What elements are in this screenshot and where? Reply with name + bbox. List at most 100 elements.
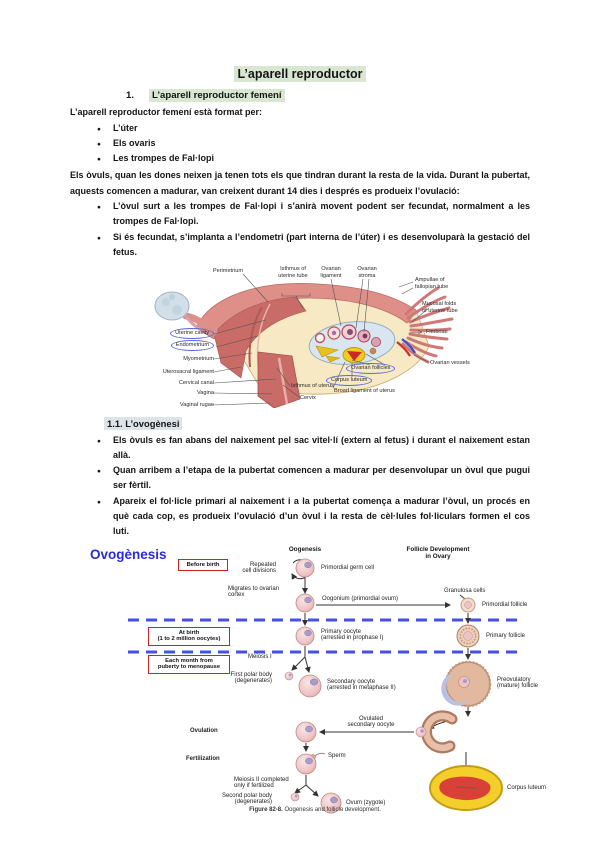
label-oogonium: Oogonium (primordial ovum) [322,595,399,602]
endometrium-layer-line [248,306,263,368]
list-item: Els òvuls es fan abans del naixement pel… [97,433,530,464]
heading-1: 1. L’aparell reproductor femení [70,88,530,103]
follicle-preovulatory [441,660,492,707]
column-header-oogenesis: Oogenesis [288,545,322,553]
label-primordial-germ-cell: Primordial germ cell [321,564,375,571]
label-ovum-zygote: Ovum (zygote) [346,799,386,806]
label-meiosis-2: Meiosis II completed only if fertilized [234,776,289,790]
oogenesis-diagram-drawing [128,558,522,814]
label-perimetrium: Perimetrium [212,268,243,275]
label-endometrium: Endometrium [150,340,214,352]
label-ovarian-follicles: Ovarian follicles [346,363,396,375]
label-connector-lines [212,274,430,406]
label-ovarian-stroma: Ovarian stroma [357,266,377,279]
figure-caption-text: Oogenesis and follicle development. [282,806,381,813]
label-isthmus-of-uterus: Isthmus of uterus [291,383,334,390]
label-fertilization: Fertilization [186,755,220,762]
label-myometrium: Myometrium [183,356,214,363]
figure-caption-number: Figure 82-8. [249,806,283,813]
label-broad-ligament: Broad ligament of uterus [334,388,395,395]
label-uterosacral-ligament: Uterosacral ligament [162,369,214,376]
label-vagina: Vagina [196,390,214,397]
cell-primordial-germ [295,558,315,578]
label-mucosal-folds: Mucosal folds of uterine tube [422,301,458,314]
stage-box-before-birth: Before birth [178,558,228,572]
label-sperm: Sperm [328,752,346,759]
oogenesis-list: Els òvuls es fan abans del naixement pel… [70,433,530,540]
stage-box-at-birth: At birth (1 to 2 million oocytes) [148,626,230,646]
follicle-primary [456,624,480,648]
figure-caption: Figure 82-8. Oogenesis and follicle deve… [150,803,480,818]
list-item: Apareix el fol·licle primari al naixemen… [97,494,530,540]
myometrium-shape [213,296,307,379]
column-header-follicle: Follicle Development in Ovary [406,545,470,560]
label-corpus-luteum-anat: Corpus luteum [326,375,373,387]
label-uterine-cavity: Uterine cavity [150,328,214,340]
label-migrates: Migrates to ovarian cortex [228,585,280,599]
label-repeated-divisions: Repeated cell divisions [242,561,276,575]
oogenesis-title: Ovogènesis [90,546,167,562]
label-ovulated-oocyte: Ovulated secondary oocyte [347,715,395,729]
corpus-albicans-wedge [315,345,340,358]
list-item: Les trompes de Fal·lopi [97,151,530,168]
label-primary-follicle: Primary follicle [486,632,526,639]
stage-box-each-month: Each month from puberty to menopause [148,654,230,674]
cell-fertilized-oocyte [295,753,317,775]
ovuls-paragraph: Els òvuls, quan les dones neixen ja tene… [70,170,530,196]
heading-1-1-text: 1.1. L’ovogènesi [104,417,183,431]
title-highlight: L’aparell reproductor [234,66,366,82]
label-secondary-oocyte: Secondary oocyte (arrested in metaphase … [327,678,396,692]
label-isthmus-uterine-tube: Isthmus of uterine tube [278,266,308,279]
cell-primary-oocyte [295,626,315,646]
cell-ovulated-oocyte [295,721,317,743]
label-ovulation: Ovulation [190,727,218,734]
ovulation-list: L’òvul surt a les trompes de Fal·lopi i … [70,199,530,260]
label-ovarian-ligament: Ovarian ligament [320,266,342,279]
ovarian-artery [396,341,412,357]
page-title: L’aparell reproductor [70,66,530,83]
label-first-polar-body: First polar body (degenerates) [230,671,272,685]
intro-paragraph: L’aparell reproductor femení està format… [70,107,263,118]
label-preovulatory-follicle: Preovulatory (mature) follicle [497,676,539,690]
label-vaginal-rugae: Vaginal rugae [179,402,214,409]
heading-1-text: L’aparell reproductor femení [149,89,285,102]
list-item: Si és fecundat, s’implanta a l’endometri… [97,230,530,261]
uterus-anatomy-figure: Perimetrium Isthmus of uterine tube Ovar… [0,266,600,409]
list-item: L’òvul surt a les trompes de Fal·lopi i … [97,199,530,230]
corpus-luteum-shape [429,764,503,811]
label-second-polar-body: Second polar body (degenerates) [221,792,272,806]
list-item: L’úter [97,121,530,138]
label-ampullae: Ampullae of fallopian tube [415,277,449,290]
pen-ellipse-annotation: Uterine cavity [170,328,214,340]
heading-1-1: 1.1. L’ovogènesi [70,416,530,431]
heading-1-number: 1. [126,90,135,101]
organ-list: L’úter Els ovaris Les trompes de Fal·lop… [70,121,530,168]
label-primary-oocyte: Primary oocyte (arrested in prophase I) [321,628,384,642]
oogenesis-figure: Ovogènesis Oogenesis Follicle Developmen… [0,545,600,828]
follicle [314,333,326,344]
cervical-canal-line [277,358,289,405]
fimbriae-fringe [401,286,454,364]
pen-ellipse-annotation: Corpus luteum [326,375,373,387]
label-primordial-follicle: Primordial follicle [482,601,528,608]
pen-ellipse-annotation: Endometrium [170,340,214,352]
cell-ovum-zygote [320,792,342,814]
follicle-ruptured [415,710,458,753]
ovarian-vein [401,338,417,354]
label-meiosis-1: Meiosis I [248,653,272,660]
pen-ellipse-annotation: Ovarian follicles [346,363,396,375]
label-granulosa-cells: Granulosa cells [444,587,486,594]
list-item: Quan arribem a l’etapa de la pubertat co… [97,463,530,494]
follicle-primordial [460,597,476,613]
list-item: Els ovaris [97,136,530,153]
cell-second-polar-body [290,792,300,801]
label-fimbriae: Fimbriae [426,329,448,336]
label-ovarian-vessels: Ovarian vessels [430,360,470,367]
uterus-anatomy-drawing [154,274,454,409]
cell-first-polar-body [284,671,294,680]
label-cervix: Cervix [300,395,316,402]
cell-secondary-oocyte [298,674,322,698]
label-corpus-luteum-oog: Corpus luteum [507,784,547,791]
label-cervical-canal: Cervical canal [178,380,214,387]
